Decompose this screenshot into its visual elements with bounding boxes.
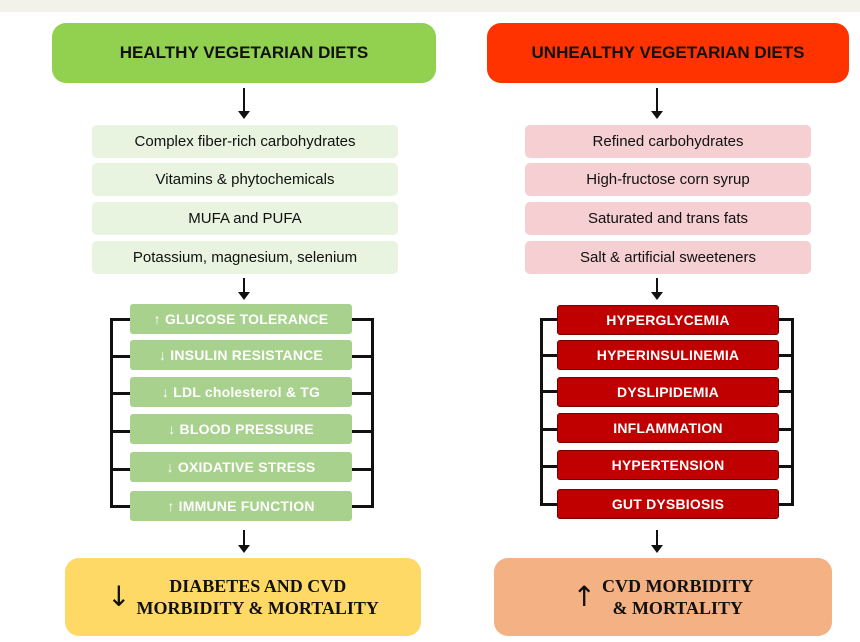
bracket-tick bbox=[543, 390, 558, 393]
unhealthy-effect-4: INFLAMMATION bbox=[557, 413, 779, 443]
bracket-tick bbox=[352, 392, 371, 395]
bracket-tick bbox=[778, 354, 791, 357]
unhealthy-nutrient-4: Salt & artificial sweeteners bbox=[525, 241, 811, 274]
unhealthy-outcome-line1: CVD MORBIDITY bbox=[601, 576, 754, 596]
healthy-nutrient-2: Vitamins & phytochemicals bbox=[92, 163, 398, 196]
unhealthy-effect-3: DYSLIPIDEMIA bbox=[557, 377, 779, 407]
arrow-down-icon bbox=[238, 88, 250, 119]
unhealthy-nutrient-3: Saturated and trans fats bbox=[525, 202, 811, 235]
healthy-outcome-line2: MORBIDITY & MORTALITY bbox=[136, 598, 379, 618]
bracket-tick bbox=[778, 465, 791, 468]
healthy-effect-6: ↑ IMMUNE FUNCTION bbox=[130, 491, 352, 521]
bracket-tick bbox=[543, 428, 558, 431]
healthy-nutrient-4: Potassium, magnesium, selenium bbox=[92, 241, 398, 274]
top-band bbox=[0, 0, 860, 12]
healthy-outcome-box: ↓ DIABETES AND CVD MORBIDITY & MORTALITY bbox=[65, 558, 421, 636]
healthy-diets-header: HEALTHY VEGETARIAN DIETS bbox=[52, 23, 436, 83]
bracket-tick bbox=[778, 390, 791, 393]
healthy-effect-3: ↓ LDL cholesterol & TG bbox=[130, 377, 352, 407]
healthy-nutrient-1: Complex fiber-rich carbohydrates bbox=[92, 125, 398, 158]
bracket-tick bbox=[543, 465, 558, 468]
arrow-down-icon bbox=[651, 530, 663, 553]
bracket-tick bbox=[352, 430, 371, 433]
unhealthy-outcome-line2: & MORTALITY bbox=[612, 598, 743, 618]
bracket-tick bbox=[352, 355, 371, 358]
unhealthy-nutrient-1: Refined carbohydrates bbox=[525, 125, 811, 158]
bracket-tick bbox=[113, 392, 131, 395]
healthy-effect-1: ↑ GLUCOSE TOLERANCE bbox=[130, 304, 352, 334]
healthy-nutrient-3: MUFA and PUFA bbox=[92, 202, 398, 235]
arrow-down-icon bbox=[238, 278, 250, 300]
bracket-tick bbox=[113, 468, 131, 471]
bracket-tick bbox=[778, 428, 791, 431]
up-arrow-icon: ↑ bbox=[572, 580, 596, 613]
unhealthy-diets-header: UNHEALTHY VEGETARIAN DIETS bbox=[487, 23, 849, 83]
bracket-tick bbox=[113, 430, 131, 433]
unhealthy-effect-5: HYPERTENSION bbox=[557, 450, 779, 480]
unhealthy-effect-2: HYPERINSULINEMIA bbox=[557, 340, 779, 370]
healthy-effect-4: ↓ BLOOD PRESSURE bbox=[130, 414, 352, 444]
unhealthy-outcome-box: ↑ CVD MORBIDITY & MORTALITY bbox=[494, 558, 832, 636]
arrow-down-icon bbox=[238, 530, 250, 553]
arrow-down-icon bbox=[651, 88, 663, 119]
unhealthy-nutrient-2: High-fructose corn syrup bbox=[525, 163, 811, 196]
bracket-tick bbox=[113, 355, 131, 358]
healthy-effect-5: ↓ OXIDATIVE STRESS bbox=[130, 452, 352, 482]
healthy-effect-2: ↓ INSULIN RESISTANCE bbox=[130, 340, 352, 370]
unhealthy-effect-6: GUT DYSBIOSIS bbox=[557, 489, 779, 519]
bracket-tick bbox=[352, 468, 371, 471]
arrow-down-icon bbox=[651, 278, 663, 300]
bracket-tick bbox=[543, 354, 558, 357]
down-arrow-icon: ↓ bbox=[107, 580, 131, 613]
healthy-outcome-line1: DIABETES AND CVD bbox=[169, 576, 347, 596]
unhealthy-effect-1: HYPERGLYCEMIA bbox=[557, 305, 779, 335]
